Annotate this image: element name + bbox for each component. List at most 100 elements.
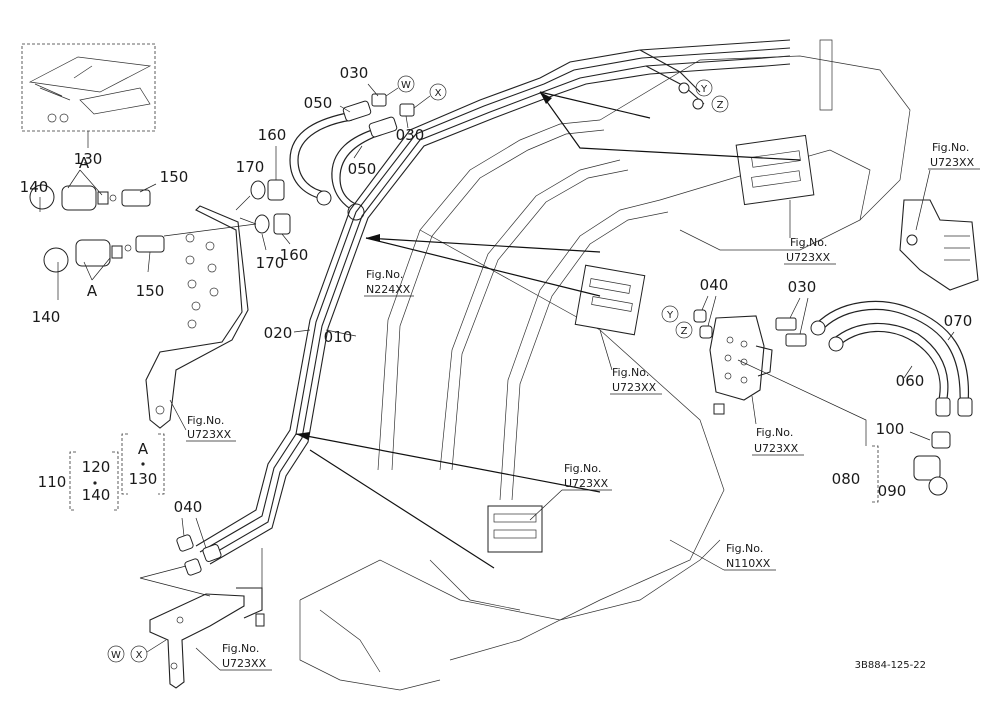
nuts-040-lower-left <box>176 534 222 576</box>
valve-block-center <box>574 264 646 336</box>
hose-050-a-outer <box>289 111 353 201</box>
coupler-nose-upper <box>97 191 109 205</box>
oring-upper <box>109 194 117 202</box>
flow-arrows <box>295 91 801 569</box>
label-170-upper: 170 <box>236 158 265 176</box>
floor-edge <box>299 539 721 621</box>
coupler-100-090 <box>913 431 951 496</box>
adapter-150-upper <box>121 189 151 207</box>
kit-bag-folds <box>34 65 93 101</box>
label-030-a: 030 <box>340 64 369 82</box>
leader-100 <box>909 431 931 441</box>
bracket-hole-2 <box>205 241 215 251</box>
fig-label-n110: Fig.No. <box>726 542 763 555</box>
valve-block-lower-body <box>487 505 543 553</box>
label-120: 120 <box>82 458 111 476</box>
valve-block-center-port2 <box>591 296 633 312</box>
label-160-upper: 160 <box>258 126 287 144</box>
kit-ring-b <box>59 113 69 123</box>
fig-label-top-right: Fig.No. <box>932 141 969 154</box>
hose-050-b-inner <box>339 133 383 207</box>
kit-package-group <box>21 43 156 148</box>
label-080: 080 <box>832 470 861 488</box>
coupler-090-cap <box>928 476 948 496</box>
dust-cap-upper <box>29 184 55 210</box>
label-a-set: A <box>138 440 149 458</box>
callout-x-bottom: X <box>130 645 148 663</box>
leader-140 <box>39 197 59 300</box>
adapter-030-r-b <box>785 333 807 347</box>
arrow-mid-line <box>365 237 601 253</box>
fitting-y-top <box>678 82 690 94</box>
fender-arc-outer <box>377 119 601 471</box>
bracket-hole-8 <box>187 319 197 329</box>
nut-040-r-a <box>693 309 707 323</box>
fig-label-center: Fig.No. <box>612 366 649 379</box>
hydraulic-pipes <box>195 39 791 565</box>
circle-y-right <box>661 305 679 323</box>
washer-170-upper <box>250 180 266 200</box>
coupler-upper <box>61 185 97 211</box>
fender-arc-inner <box>391 129 605 471</box>
nut-040-ll-c <box>202 544 222 562</box>
label-010: 010 <box>324 328 353 346</box>
bracket-hole-7 <box>191 301 201 311</box>
leader-wx-bottom <box>146 639 167 653</box>
valve-block-upper <box>735 134 815 206</box>
label-150-lower: 150 <box>136 282 165 300</box>
dot-a-130 <box>141 462 145 466</box>
leader-fig-mid <box>529 489 563 521</box>
circle-y-top <box>695 79 713 97</box>
label-030-right: 030 <box>788 278 817 296</box>
arrow-top-line-2 <box>539 91 651 119</box>
circle-x-top <box>429 83 447 101</box>
arrow-top-line <box>539 91 801 161</box>
valve-block-center-port1 <box>589 278 631 294</box>
leader-080-line <box>737 359 867 446</box>
fig-label-mid: Fig.No. <box>564 462 601 475</box>
fig-ref-upper-mid: U723XX <box>786 251 831 264</box>
nut-040-ll-b <box>184 558 202 576</box>
kit-dashed-box <box>21 43 156 132</box>
dust-cap-lower <box>43 247 69 273</box>
fig-label-left: Fig.No. <box>187 414 224 427</box>
leader-nuts-to-bracket <box>139 565 211 597</box>
bracket-hole-5 <box>187 279 197 289</box>
leader-a-upper <box>67 169 103 196</box>
lower-bracket-hole-1 <box>176 616 184 624</box>
washer-170-lower <box>254 214 270 234</box>
adapter-030-a <box>371 93 387 107</box>
pipe-020-line1 <box>195 39 791 547</box>
oring-lower <box>124 244 132 252</box>
callout-x-top: X <box>429 83 447 101</box>
callout-y-top: Y <box>695 79 713 97</box>
coupler-lower <box>75 239 111 267</box>
label-160-lower: 160 <box>280 246 309 264</box>
valve-block-lower-port2 <box>493 529 537 539</box>
bracket-hole-4 <box>207 263 217 273</box>
hose-050-pair <box>289 93 415 221</box>
right-coupler-bracket-outline <box>709 315 765 401</box>
adapters-030-right <box>775 317 807 347</box>
adapter-030-b <box>399 103 415 117</box>
arrow-low-line <box>295 433 601 493</box>
bracket-hole-9 <box>155 405 165 415</box>
lower-bracket-outline <box>149 593 245 689</box>
hose-end-070 <box>957 397 973 417</box>
pipe-010-line2 <box>209 63 791 565</box>
leader-150-lower <box>147 251 151 273</box>
leader-bracket-washers <box>235 195 257 225</box>
fig-label-n224: Fig.No. <box>366 268 403 281</box>
label-140-set: 140 <box>82 486 111 504</box>
right-upper-bracket <box>899 199 979 291</box>
nut-160-upper <box>267 179 285 201</box>
circle-x-bottom <box>130 645 148 663</box>
leader-050-030 <box>339 83 409 159</box>
kit-sheet-outline <box>79 87 151 115</box>
lower-bracket <box>139 548 265 689</box>
letter-x-top: X <box>435 88 442 99</box>
hose-fitting-b <box>828 336 844 352</box>
coupler-group-lower <box>43 235 165 273</box>
valve-block-lower <box>487 505 543 553</box>
